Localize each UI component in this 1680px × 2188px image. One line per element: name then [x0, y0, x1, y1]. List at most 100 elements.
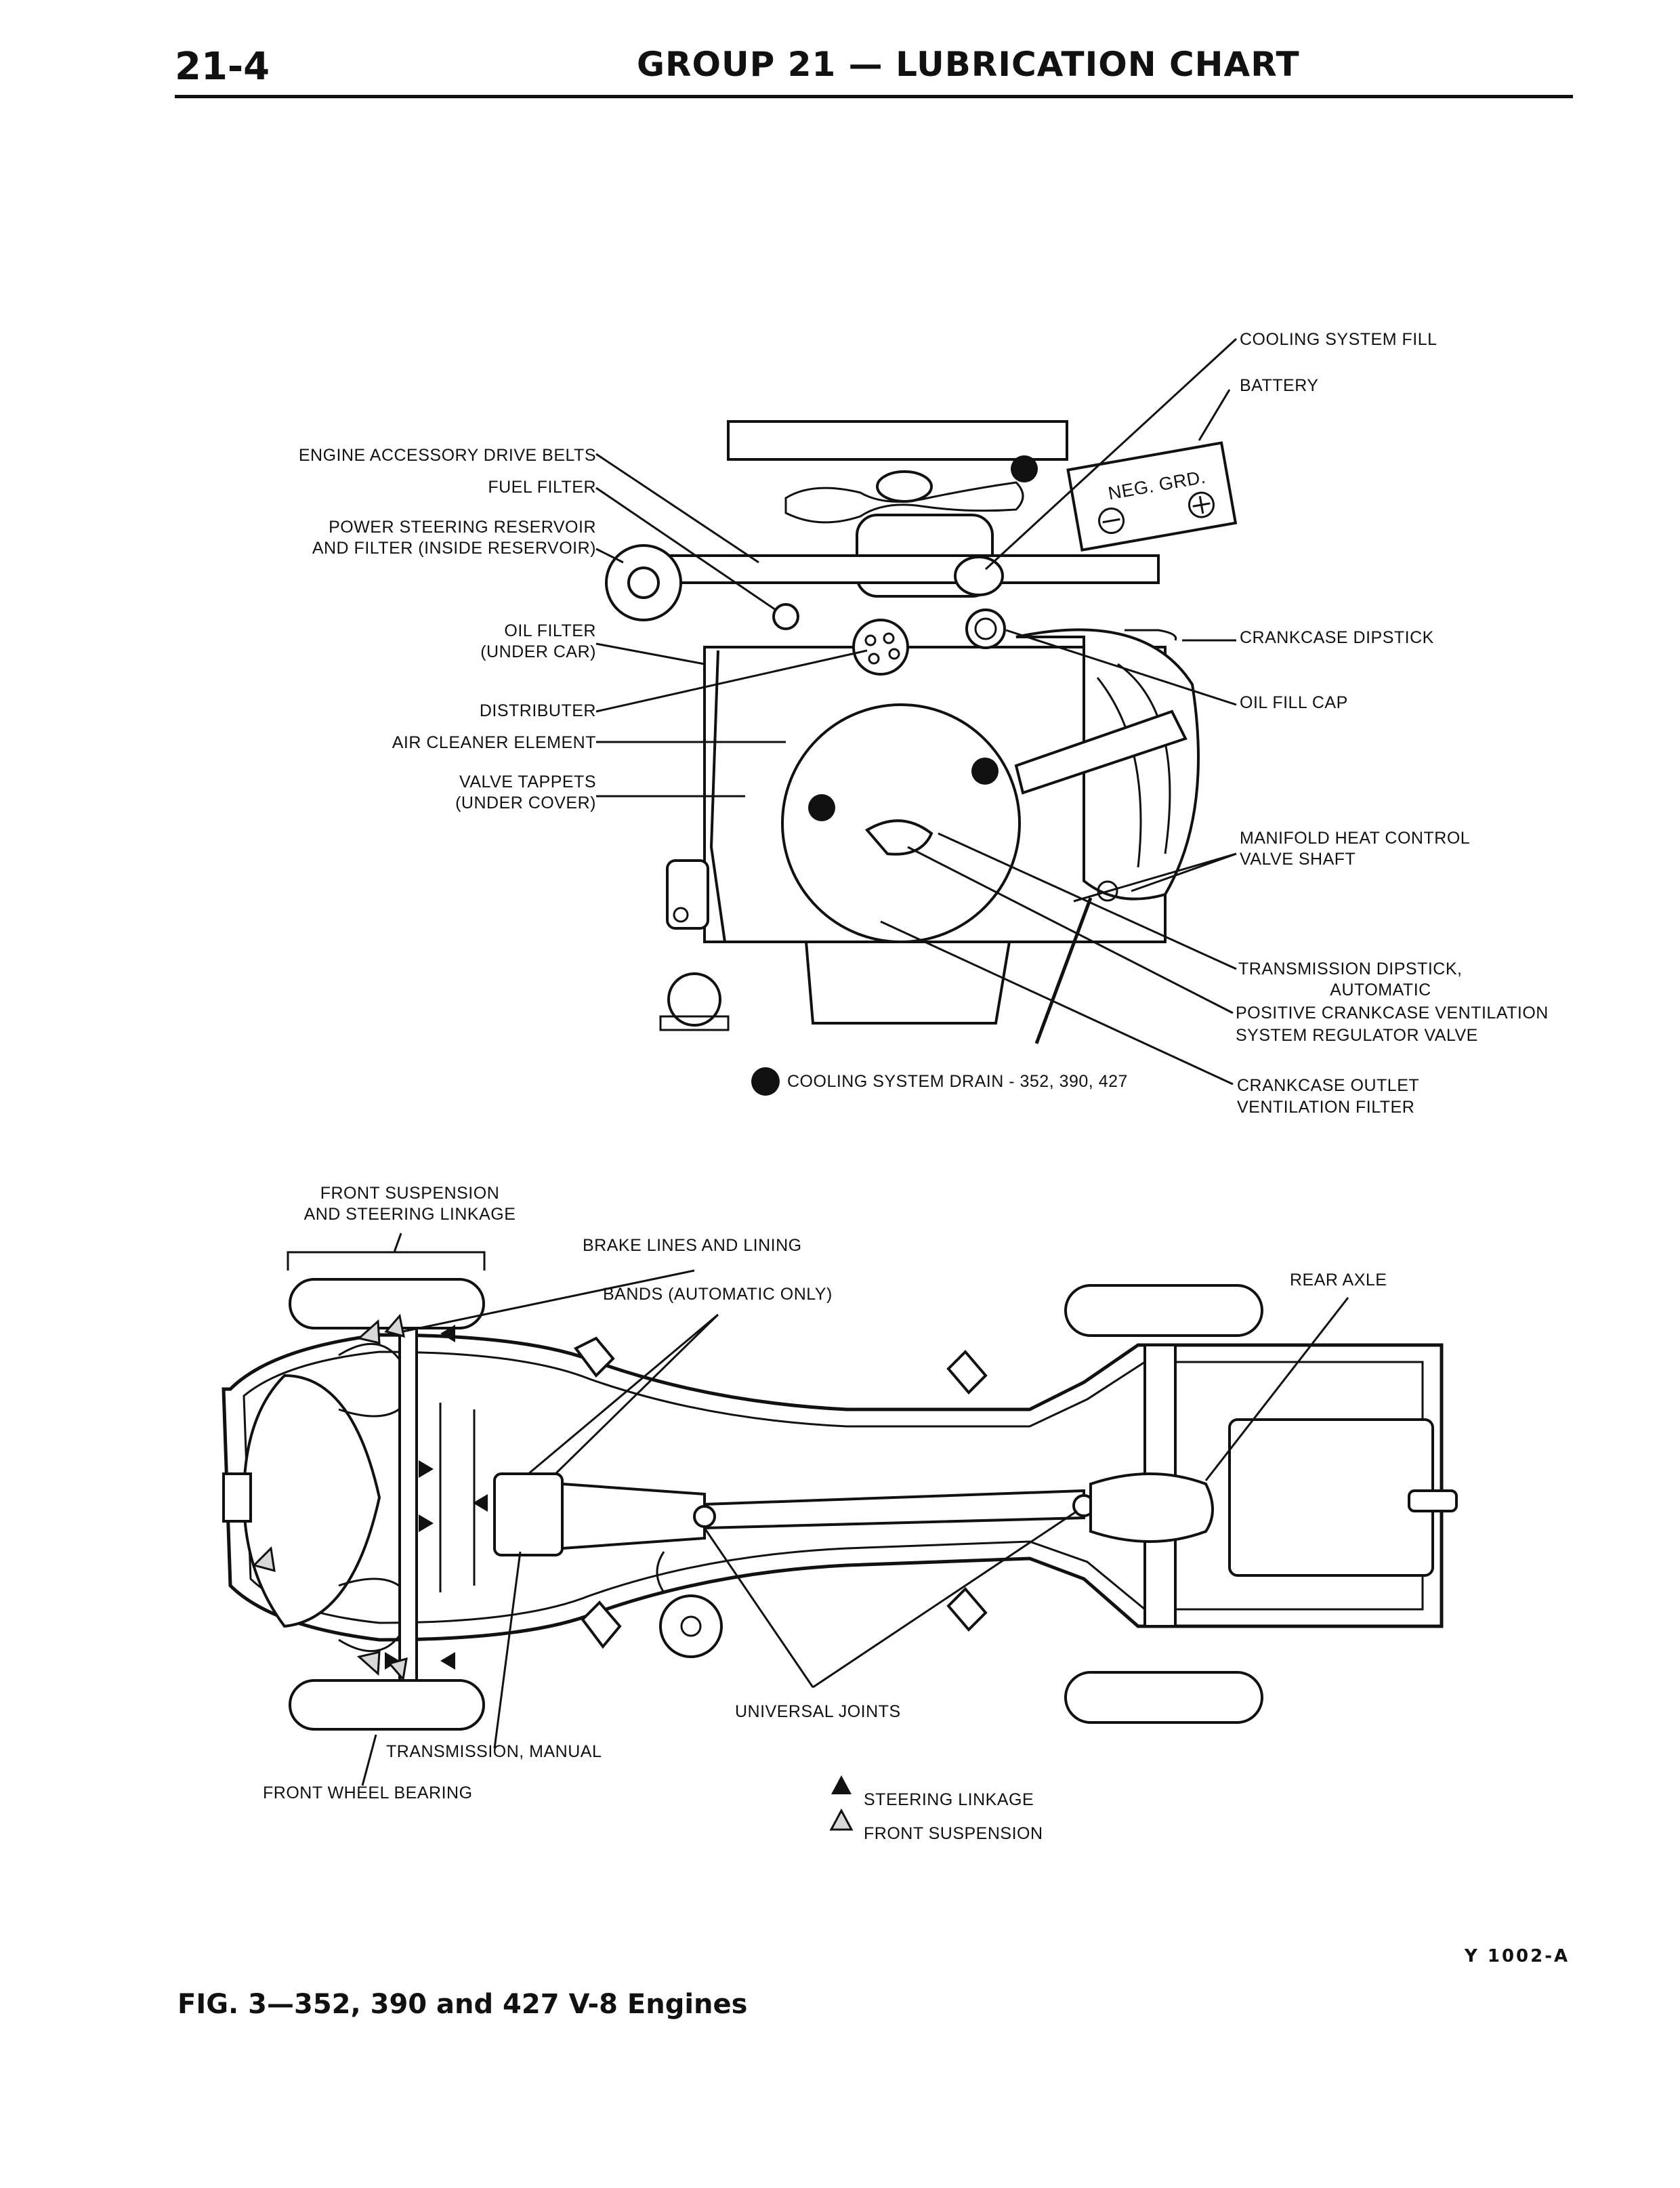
- label-valve-tappets-line1: VALVE TAPPETS: [459, 772, 596, 791]
- suspension-marker-1: [356, 1319, 381, 1344]
- label-transmission-dipstick-line2: AUTOMATIC: [1330, 981, 1431, 999]
- oil-fill-cap-part: [965, 608, 1006, 649]
- label-battery: BATTERY: [1240, 376, 1319, 395]
- starter: [667, 972, 721, 1027]
- label-pcv-line2: SYSTEM REGULATOR VALVE: [1236, 1026, 1478, 1045]
- label-engine-accessory-drive-belts: ENGINE ACCESSORY DRIVE BELTS: [298, 446, 596, 465]
- front-crossmember: [242, 1374, 381, 1628]
- label-oil-filter-line2: (UNDER CAR): [480, 642, 596, 661]
- wheel-rear-right: [1064, 1671, 1263, 1724]
- leader-distributer: [595, 649, 868, 713]
- fan: [784, 481, 1024, 524]
- leader-pcv: [907, 846, 1234, 1014]
- wheel-front-right: [289, 1679, 485, 1731]
- oil-pan: [804, 941, 1011, 1025]
- label-transmission-manual: TRANSMISSION, MANUAL: [386, 1742, 602, 1761]
- figure-caption: FIG. 3—352, 390 and 427 V-8 Engines: [177, 1989, 748, 2020]
- legend-suspension-triangle: [829, 1808, 854, 1831]
- label-manifold-line2: VALVE SHAFT: [1240, 850, 1356, 869]
- leader-power-steering: [595, 548, 624, 564]
- label-front-suspension-line2: AND STEERING LINKAGE: [303, 1205, 516, 1224]
- label-valve-tappets-line2: (UNDER COVER): [455, 793, 596, 812]
- leader-transmission-dipstick: [938, 832, 1237, 970]
- page-title: GROUP 21 — LUBRICATION CHART: [637, 45, 1300, 84]
- leader-oil-filter: [595, 642, 705, 665]
- crankcase-dipstick-part: [1125, 629, 1177, 641]
- leader-bands: [528, 1313, 719, 1475]
- cooling-outlet: [954, 556, 1004, 596]
- engine-illustration: [595, 337, 1238, 1086]
- label-crankcase-outlet-line2: VENTILATION FILTER: [1237, 1098, 1415, 1117]
- label-air-cleaner-element: AIR CLEANER ELEMENT: [392, 733, 596, 752]
- label-oil-fill-cap: OIL FILL CAP: [1240, 693, 1348, 712]
- header-rule: [175, 95, 1573, 98]
- label-rear-axle: REAR AXLE: [1290, 1271, 1387, 1289]
- drain-dot-block-left: [808, 794, 835, 821]
- legend-front-suspension: FRONT SUSPENSION: [864, 1824, 1043, 1843]
- steering-wheel: [659, 1594, 723, 1658]
- leader-crankcase-outlet: [880, 920, 1234, 1086]
- label-pcv-line1: POSITIVE CRANKCASE VENTILATION: [1236, 1004, 1549, 1023]
- suspension-marker-2: [384, 1313, 405, 1338]
- leader-drive-belts: [595, 453, 759, 564]
- legend-steering-triangle: [831, 1775, 852, 1794]
- label-transmission-dipstick-line1: TRANSMISSION DIPSTICK,: [1238, 959, 1463, 978]
- leader-rear-axle: [1204, 1297, 1349, 1481]
- distributor-cap: [852, 619, 909, 676]
- drain-dot-radiator: [1011, 455, 1038, 482]
- label-cooling-system-fill: COOLING SYSTEM FILL: [1240, 330, 1437, 349]
- drain-dot-block-right: [971, 758, 999, 785]
- steering-marker-6: [385, 1652, 400, 1670]
- leader-brake-lines: [402, 1269, 695, 1333]
- wheel-front-left: [289, 1278, 485, 1329]
- radiator-tank: [727, 420, 1068, 461]
- label-power-steering-line2: AND FILTER (INSIDE RESERVOIR): [312, 539, 596, 558]
- label-crankcase-dipstick: CRANKCASE DIPSTICK: [1240, 628, 1434, 647]
- differential: [1089, 1472, 1214, 1543]
- chassis-illustration: [222, 1233, 1458, 1786]
- battery-part: [1066, 441, 1238, 552]
- steering-link: [398, 1327, 418, 1682]
- accessory-bar: [656, 554, 1160, 584]
- label-fuel-filter: FUEL FILTER: [488, 478, 596, 497]
- universal-joint-front: [693, 1505, 716, 1528]
- label-brake-lines: BRAKE LINES AND LINING: [583, 1236, 802, 1255]
- steering-marker-1: [440, 1325, 455, 1342]
- transmission-body: [493, 1472, 564, 1556]
- label-universal-joints: UNIVERSAL JOINTS: [735, 1702, 901, 1721]
- page-number: 21-4: [175, 45, 270, 89]
- leader-universal-joints: [703, 1510, 1078, 1689]
- suspension-marker-4: [356, 1651, 381, 1676]
- pcv-filter-part: [864, 819, 933, 856]
- steering-marker-5: [440, 1652, 455, 1670]
- leader-fuel-filter: [595, 487, 776, 611]
- leader-manifold: [1073, 852, 1237, 903]
- leader-front-wheel-bearing: [361, 1734, 377, 1786]
- steering-marker-3: [419, 1514, 434, 1532]
- legend-steering-linkage: STEERING LINKAGE: [864, 1790, 1034, 1809]
- label-oil-filter-line1: OIL FILTER: [504, 621, 596, 640]
- fuel-filter-part: [772, 603, 799, 630]
- driveshaft: [703, 1489, 1085, 1530]
- label-manifold-line1: MANIFOLD HEAT CONTROL: [1240, 829, 1471, 848]
- fan-hub: [876, 470, 933, 503]
- label-front-suspension-line1: FRONT SUSPENSION: [320, 1184, 500, 1203]
- steering-marker-2: [419, 1460, 434, 1478]
- fuel-tank: [1228, 1418, 1434, 1577]
- suspension-marker-5: [387, 1657, 408, 1682]
- cooling-drain-legend-dot: [751, 1067, 780, 1096]
- label-crankcase-outlet-line1: CRANKCASE OUTLET: [1237, 1076, 1420, 1095]
- alternator: [666, 859, 709, 930]
- transmission-dipstick-tube: [1034, 897, 1093, 1044]
- front-suspension-bracket: [287, 1251, 486, 1271]
- suspension-marker-3: [252, 1546, 276, 1573]
- figure-id: Y 1002-A: [1465, 1946, 1570, 1966]
- leader-battery: [1198, 389, 1231, 441]
- label-power-steering-line1: POWER STEERING RESERVOIR: [329, 518, 596, 537]
- label-front-wheel-bearing: FRONT WHEEL BEARING: [263, 1783, 473, 1802]
- label-distributer: DISTRIBUTER: [479, 701, 596, 720]
- label-cooling-system-drain: COOLING SYSTEM DRAIN - 352, 390, 427: [787, 1072, 1128, 1091]
- steering-marker-4: [473, 1494, 488, 1512]
- leader-oil-fill-cap: [1005, 629, 1237, 706]
- wheel-rear-left: [1064, 1284, 1263, 1337]
